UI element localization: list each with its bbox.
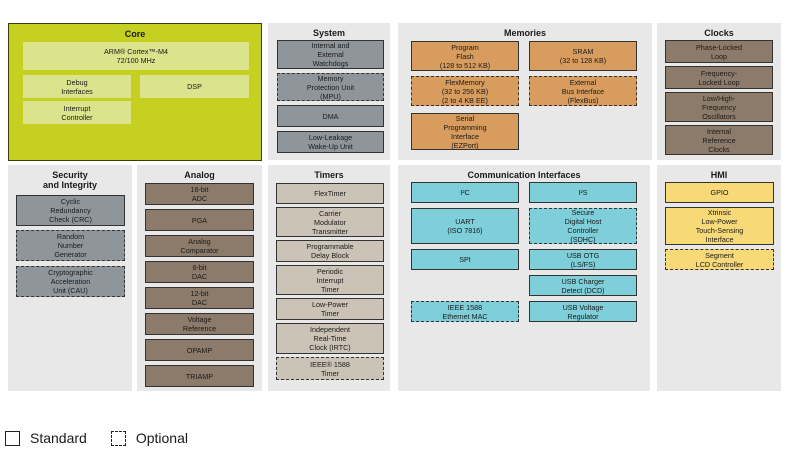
hmi-panel: HMI GPIO Xtrinsic Low-Power Touch-Sensin… [657, 165, 781, 391]
security-panel: Security and Integrity Cyclic Redundancy… [8, 165, 132, 391]
system-block-wake-up-unit: Low-Leakage Wake-Up Unit [277, 131, 384, 153]
clocks-block-pll: Phase-Locked Loop [665, 40, 773, 63]
clocks-title: Clocks [704, 28, 734, 38]
comm-block-spi: SPI [411, 249, 519, 270]
comm-block-usb-otg: USB OTG (LS/FS) [529, 249, 637, 270]
timers-block-lptmr: Low-Power Timer [276, 298, 384, 320]
core-title: Core [124, 29, 146, 39]
system-panel: System Internal and External Watchdogs M… [268, 23, 390, 160]
analog-panel: Analog 16-bit ADC PGA Analog Comparator … [137, 165, 262, 391]
analog-block-6bit-dac: 6-bit DAC [145, 261, 254, 283]
security-block-cau: Cryptographic Acceleration Unit (CAU) [16, 266, 125, 297]
security-title: Security and Integrity [42, 170, 97, 190]
analog-block-opamp: OPAMP [145, 339, 254, 361]
core-block-arm-cortex-m4: ARM® Cortex™-M4 72/100 MHz [23, 42, 249, 70]
analog-block-pga: PGA [145, 209, 254, 231]
comm-block-usb-voltage-regulator: USB Voltage Regulator [529, 301, 637, 322]
comm-block-uart: UART (ISO 7816) [411, 208, 519, 244]
clocks-panel: Clocks Phase-Locked Loop Frequency- Lock… [657, 23, 781, 160]
system-block-mpu: Memory Protection Unit (MPU) [277, 73, 384, 101]
system-title: System [312, 28, 346, 38]
comm-block-sdhc: Secure Digital Host Controller (SDHC) [529, 208, 637, 244]
solid-square-icon [5, 430, 20, 446]
analog-block-12bit-dac: 12-bit DAC [145, 287, 254, 309]
system-block-dma: DMA [277, 105, 384, 127]
analog-block-16bit-adc: 16-bit ADC [145, 183, 254, 205]
analog-block-comparator: Analog Comparator [145, 235, 254, 257]
clocks-block-fll: Frequency- Locked Loop [665, 66, 773, 89]
memories-block-flexmemory: FlexMemory (32 to 256 KB) (2 to 4 KB EE) [411, 76, 519, 106]
timers-block-ieee1588-timer: IEEE® 1588 Timer [276, 357, 384, 380]
timers-block-cmt: Carrier Modulator Transmitter [276, 207, 384, 237]
legend-optional-label: Optional [135, 430, 188, 446]
analog-block-triamp: TRIAMP [145, 365, 254, 387]
timers-block-pdb: Programmable Delay Block [276, 240, 384, 262]
core-panel: Core ARM® Cortex™-M4 72/100 MHz Debug In… [8, 23, 262, 161]
comm-block-ethernet-mac: IEEE 1588 Ethernet MAC [411, 301, 519, 322]
core-block-interrupt-controller: Interrupt Controller [23, 101, 131, 124]
core-block-debug-interfaces: Debug Interfaces [23, 75, 131, 98]
comm-block-i2c: I²C [411, 182, 519, 203]
analog-block-voltage-reference: Voltage Reference [145, 313, 254, 335]
memories-block-ezport: Serial Programming Interface (EZPort) [411, 113, 519, 150]
timers-block-flextimer: FlexTimer [276, 183, 384, 204]
communication-panel: Communication Interfaces I²C I²S UART (I… [398, 165, 650, 391]
clocks-block-internal-reference: Internal Reference Clocks [665, 125, 773, 155]
hmi-title: HMI [710, 170, 728, 180]
legend-optional: Optional [110, 430, 188, 446]
memories-panel: Memories Program Flash (128 to 512 KB) S… [398, 23, 652, 160]
security-block-crc: Cyclic Redundancy Check (CRC) [16, 195, 125, 226]
core-block-dsp: DSP [140, 75, 249, 98]
memories-title: Memories [503, 28, 547, 38]
dashed-square-icon [110, 430, 126, 446]
legend-standard-label: Standard [30, 430, 87, 446]
timers-block-irtc: Independent Real-Time Clock (IRTC) [276, 323, 384, 354]
system-block-watchdogs: Internal and External Watchdogs [277, 40, 384, 69]
hmi-block-segment-lcd: Segment LCD Controller [665, 249, 774, 270]
hmi-block-touch-sensing: Xtrinsic Low-Power Touch-Sensing Interfa… [665, 207, 774, 245]
analog-title: Analog [184, 170, 215, 180]
memories-block-flexbus: External Bus Interface (FlexBus) [529, 76, 637, 106]
hmi-block-gpio: GPIO [665, 182, 774, 203]
timers-title: Timers [314, 170, 344, 180]
comm-block-i2s: I²S [529, 182, 637, 203]
legend: Standard Optional [5, 430, 212, 446]
clocks-block-oscillators: Low/High- Frequency Oscillators [665, 92, 773, 122]
legend-standard: Standard [5, 430, 87, 446]
security-block-rng: Random Number Generator [16, 230, 125, 261]
timers-panel: Timers FlexTimer Carrier Modulator Trans… [268, 165, 390, 391]
communication-title: Communication Interfaces [467, 170, 581, 180]
comm-block-usb-dcd: USB Charger Detect (DCD) [529, 275, 637, 296]
timers-block-pit: Periodic Interrupt Timer [276, 265, 384, 295]
memories-block-program-flash: Program Flash (128 to 512 KB) [411, 41, 519, 71]
memories-block-sram: SRAM (32 to 128 KB) [529, 41, 637, 71]
